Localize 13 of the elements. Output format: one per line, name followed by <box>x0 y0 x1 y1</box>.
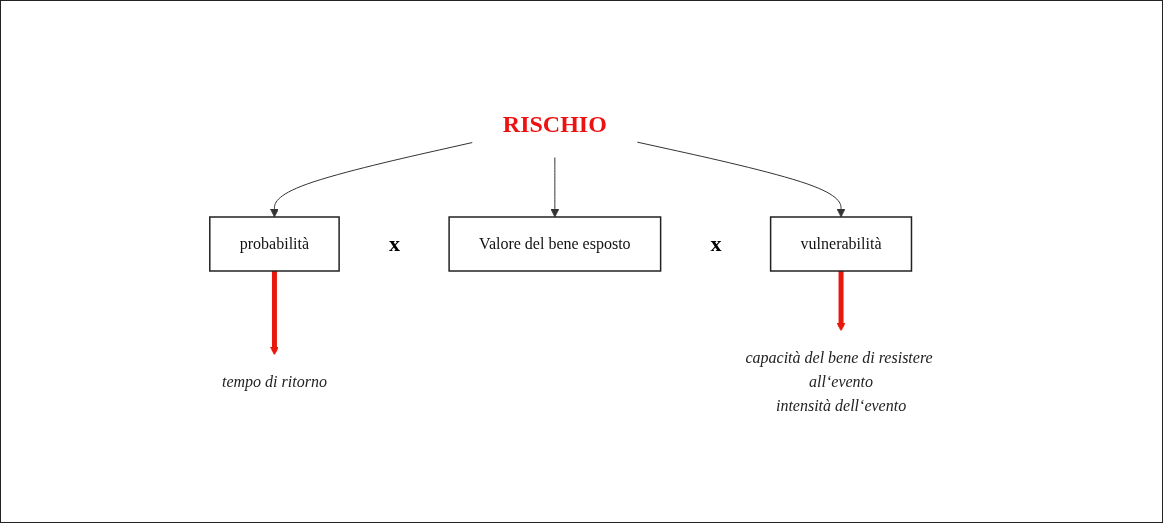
node-box: vulnerabilità <box>769 215 913 272</box>
arrow <box>550 156 560 217</box>
node-text: capacità del bene di resistere all‘evento intensità dell‘evento <box>745 348 933 414</box>
arrow <box>836 270 846 331</box>
arrow <box>270 270 279 355</box>
multiplication-sign: x <box>710 230 722 257</box>
arrow <box>270 141 474 217</box>
node-text: tempo di ritorno <box>221 372 327 390</box>
multiplication-sign: x <box>389 230 401 257</box>
node-box: Valore del bene esposto <box>448 215 662 272</box>
node-text: RISCHIO <box>502 110 607 137</box>
arrow <box>636 141 846 217</box>
node-box: probabilità <box>209 215 340 272</box>
